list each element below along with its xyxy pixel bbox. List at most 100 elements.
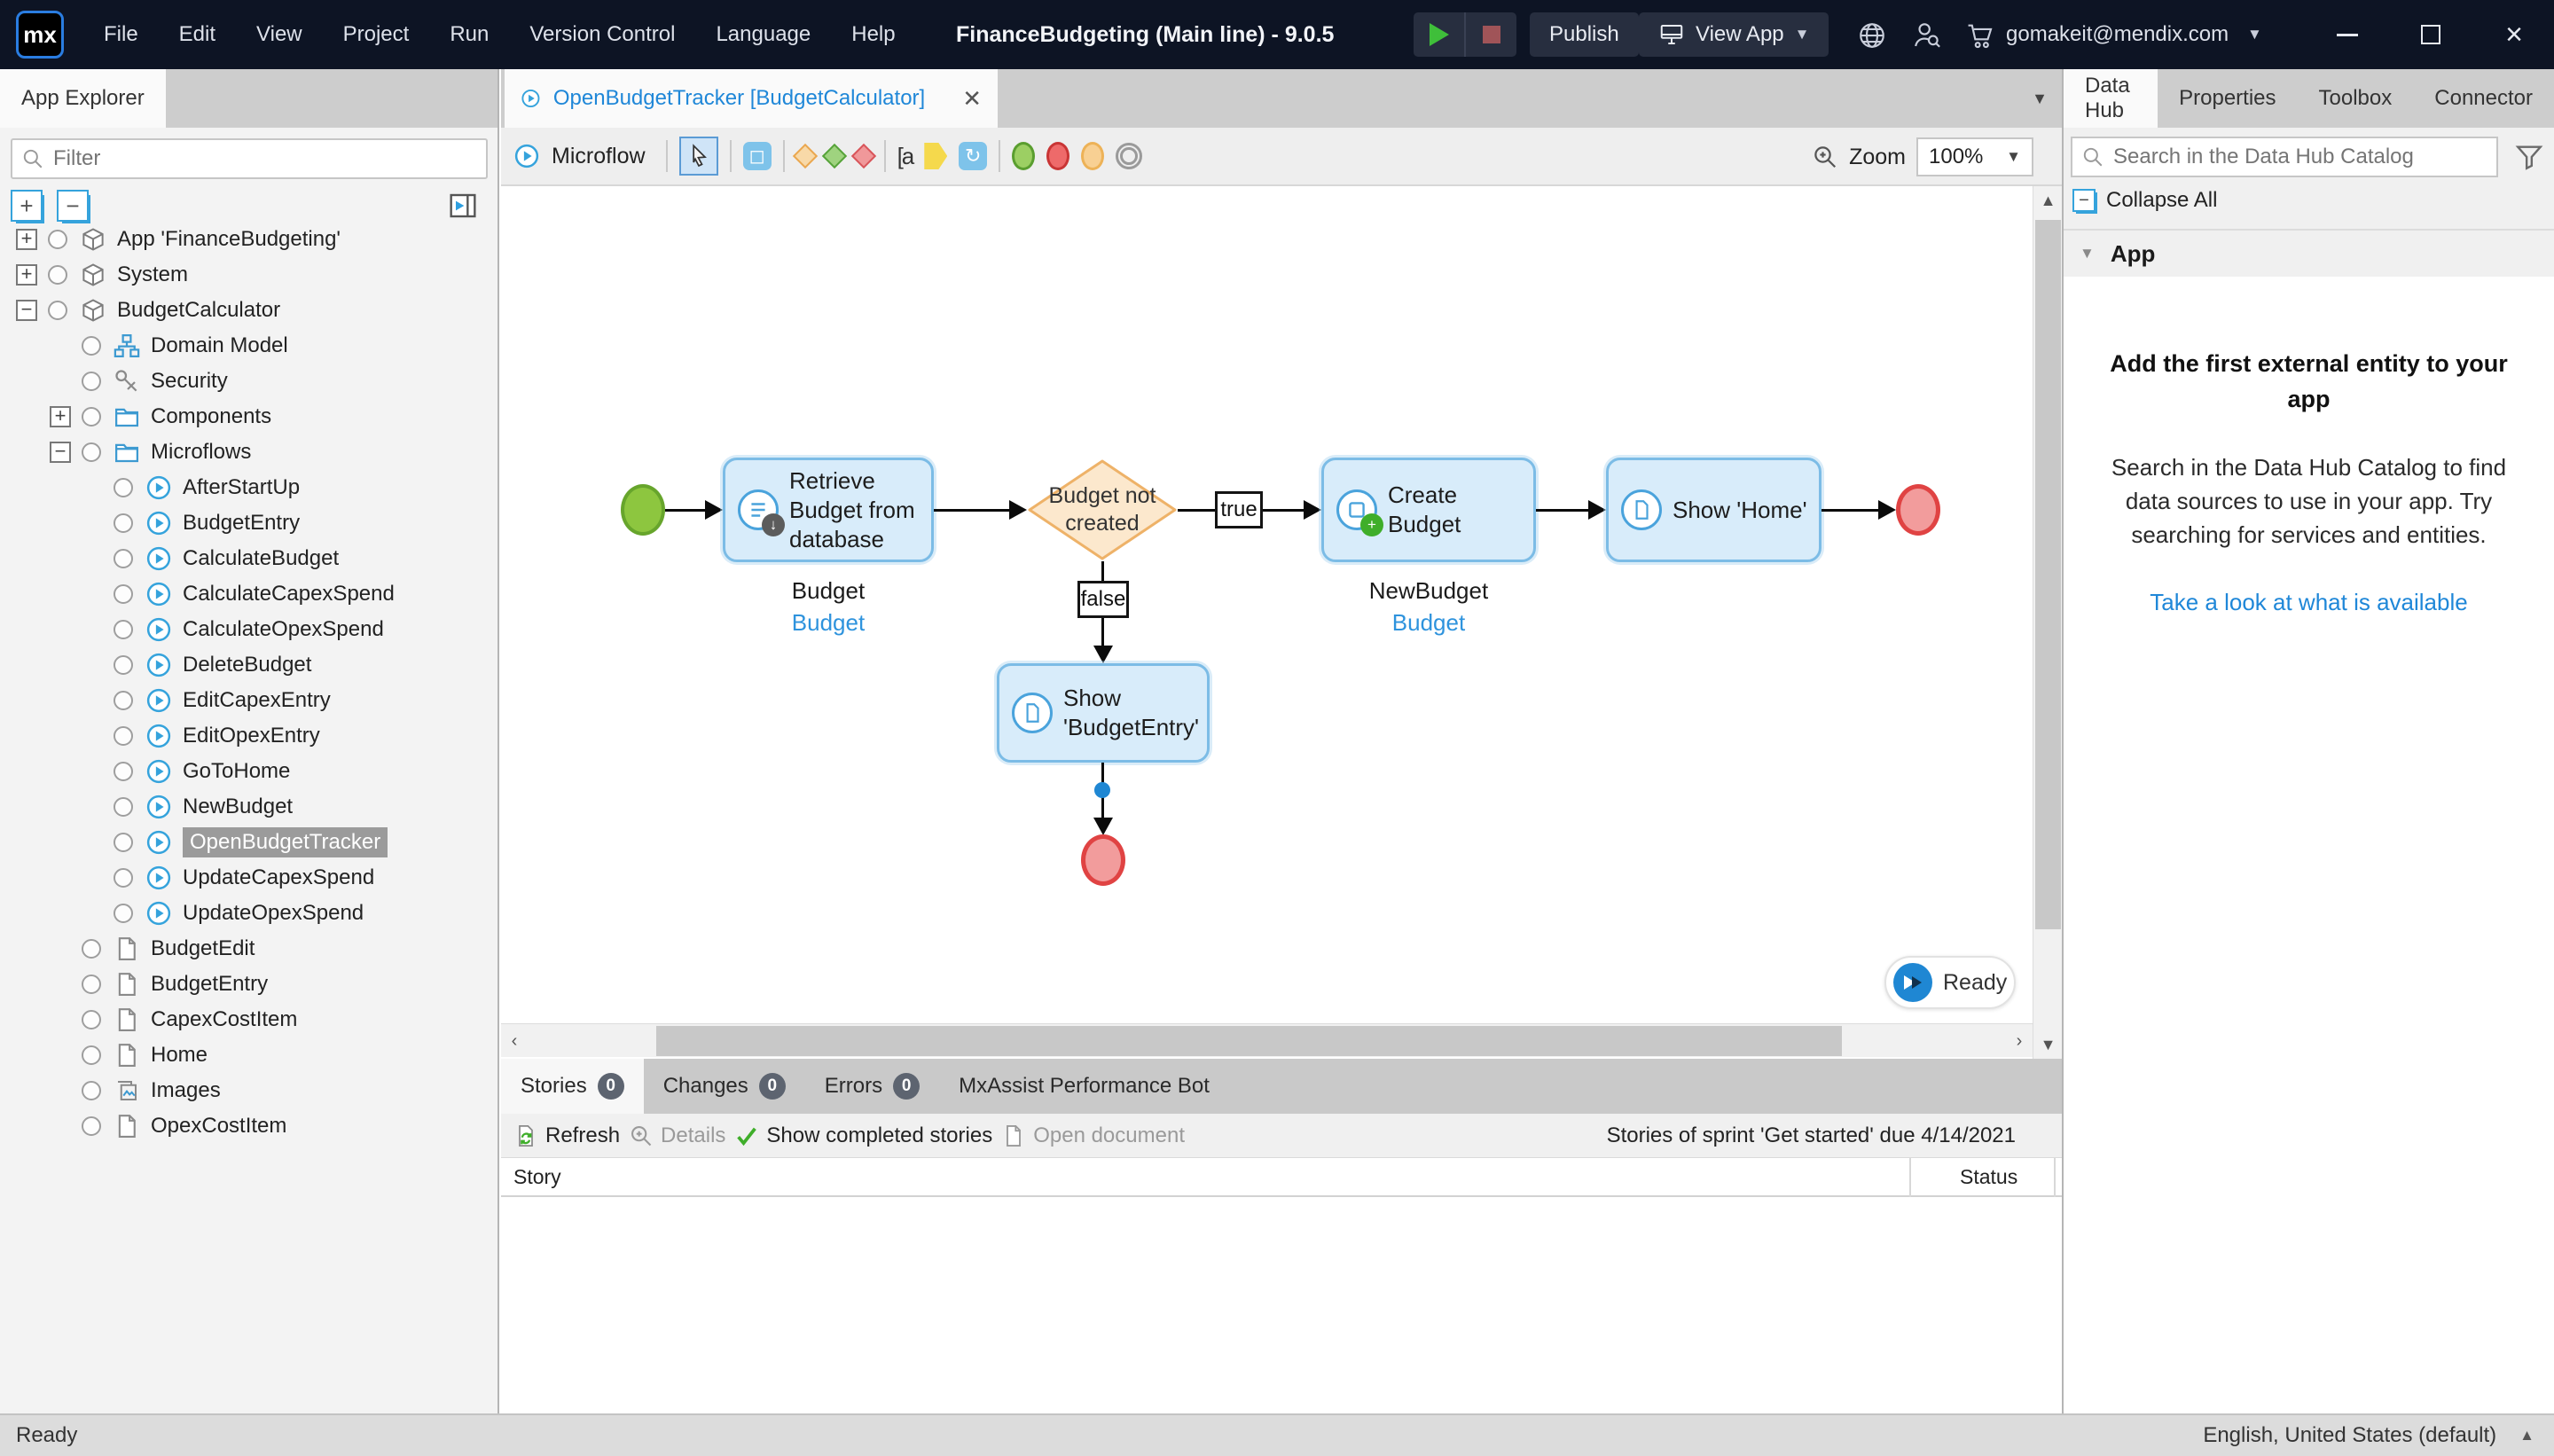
error-tool-button[interactable] — [850, 143, 876, 169]
view-app-button[interactable]: View App ▼ — [1639, 12, 1829, 57]
tree-item-microflow-selected[interactable]: OpenBudgetTracker — [0, 825, 497, 860]
tab-connector[interactable]: Connector — [2434, 86, 2533, 110]
tab-list-chevron-icon[interactable]: ▼ — [2032, 90, 2048, 107]
tab-errors[interactable]: Errors 0 — [805, 1059, 939, 1114]
refresh-button[interactable]: Refresh — [513, 1123, 620, 1148]
loop-tool-button[interactable]: ↻ — [959, 142, 988, 170]
column-divider[interactable] — [1909, 1158, 1911, 1197]
end-event-tool-button[interactable] — [1046, 142, 1070, 170]
globe-icon[interactable] — [1857, 20, 1887, 51]
tree-item-images[interactable]: Images — [0, 1073, 497, 1108]
details-button[interactable]: Details — [629, 1123, 725, 1148]
app-section-header[interactable]: ▼ App — [2080, 239, 2156, 267]
menu-help[interactable]: Help — [851, 22, 896, 46]
tree-item-domain-model[interactable]: Domain Model — [0, 328, 497, 364]
expander-icon[interactable] — [16, 229, 37, 250]
chevron-up-icon[interactable]: ▲ — [2519, 1427, 2534, 1444]
tree-item-budgetcalculator[interactable]: BudgetCalculator — [0, 293, 497, 328]
collapse-all-button[interactable]: − Collapse All — [2072, 188, 2217, 213]
start-event-node[interactable] — [621, 484, 665, 536]
tree-item-microflow[interactable]: UpdateOpexSpend — [0, 896, 497, 931]
menu-language[interactable]: Language — [716, 22, 811, 46]
connection-point[interactable] — [1094, 782, 1110, 798]
menu-project[interactable]: Project — [342, 22, 410, 46]
tree-item-page[interactable]: Home — [0, 1037, 497, 1073]
tree-item-microflow[interactable]: NewBudget — [0, 789, 497, 825]
continue-event-tool-button[interactable] — [1081, 142, 1105, 170]
publish-button[interactable]: Publish — [1530, 12, 1639, 57]
entity-link[interactable]: Budget — [1391, 609, 1466, 636]
tab-openbudgettracker[interactable]: OpenBudgetTracker [BudgetCalculator] ✕ — [505, 69, 998, 128]
end-event-node[interactable] — [1896, 484, 1940, 536]
data-hub-search-input[interactable] — [2113, 145, 2468, 169]
break-event-tool-button[interactable] — [1116, 143, 1143, 169]
tab-changes[interactable]: Changes 0 — [644, 1059, 805, 1114]
tree-item-security[interactable]: Security — [0, 364, 497, 399]
vertical-scrollbar[interactable]: ▲ ▼ — [2033, 186, 2062, 1059]
language-selector[interactable]: English, United States (default) — [2203, 1423, 2497, 1447]
menu-edit[interactable]: Edit — [178, 22, 216, 46]
expand-all-button[interactable]: + — [11, 190, 43, 222]
tab-mxassist-performance-bot[interactable]: MxAssist Performance Bot — [959, 1074, 1210, 1098]
start-event-tool-button[interactable] — [1012, 142, 1036, 170]
tab-toolbox[interactable]: Toolbox — [2318, 86, 2393, 110]
expander-icon[interactable] — [50, 406, 71, 427]
tree-item-components[interactable]: Components — [0, 399, 497, 434]
create-activity-node[interactable]: + Create Budget — [1321, 458, 1536, 562]
tree-item-page[interactable]: BudgetEntry — [0, 967, 497, 1002]
filter-input[interactable] — [53, 146, 435, 171]
horizontal-scrollbar[interactable]: ‹ › — [501, 1023, 2033, 1057]
close-button[interactable]: × — [2483, 0, 2545, 69]
menu-version-control[interactable]: Version Control — [529, 22, 676, 46]
tree-item-page[interactable]: BudgetEdit — [0, 931, 497, 967]
tree-item-microflow[interactable]: CalculateOpexSpend — [0, 612, 497, 647]
tab-properties[interactable]: Properties — [2179, 86, 2276, 110]
end-event-node[interactable] — [1081, 834, 1125, 886]
zoom-select[interactable]: 100% ▼ — [1916, 137, 2033, 176]
flag-tool-button[interactable] — [924, 143, 948, 169]
expander-icon[interactable] — [50, 442, 71, 463]
tree-item-microflow[interactable]: BudgetEntry — [0, 505, 497, 541]
select-tool-button[interactable] — [678, 137, 718, 176]
tree-item-microflow[interactable]: CalculateCapexSpend — [0, 576, 497, 612]
open-document-button[interactable]: Open document — [1001, 1123, 1185, 1148]
tree-item-microflow[interactable]: GoToHome — [0, 754, 497, 789]
column-status[interactable]: Status — [1960, 1165, 2018, 1188]
scroll-down-icon[interactable]: ▼ — [2040, 1035, 2057, 1053]
maximize-button[interactable] — [2400, 0, 2462, 69]
cart-icon[interactable] — [1965, 20, 1995, 51]
scroll-right-icon[interactable]: › — [2016, 1030, 2023, 1051]
minimize-button[interactable] — [2316, 0, 2378, 69]
mxassist-ready-badge[interactable]: Ready — [1884, 956, 2016, 1009]
support-search-icon[interactable] — [1912, 20, 1942, 51]
menu-view[interactable]: View — [256, 22, 302, 46]
decision-node[interactable] — [1027, 458, 1178, 561]
tree-item-page[interactable]: OpexCostItem — [0, 1108, 497, 1144]
scrollbar-thumb[interactable] — [656, 1026, 1842, 1056]
account-chevron-icon[interactable]: ▼ — [2247, 26, 2262, 43]
tree-item-microflow[interactable]: AfterStartUp — [0, 470, 497, 505]
empty-state-link[interactable]: Take a look at what is available — [2150, 589, 2468, 615]
menu-run[interactable]: Run — [450, 22, 490, 46]
tab-data-hub[interactable]: Data Hub — [2064, 69, 2158, 128]
tree-item-microflow[interactable]: EditOpexEntry — [0, 718, 497, 754]
tree-item-microflow[interactable]: DeleteBudget — [0, 647, 497, 683]
column-divider[interactable] — [2054, 1158, 2056, 1197]
decision-tool-button[interactable] — [792, 143, 818, 169]
stop-button[interactable] — [1466, 12, 1516, 57]
tab-app-explorer[interactable]: App Explorer — [0, 69, 166, 128]
filter-funnel-icon[interactable] — [2514, 142, 2544, 172]
retrieve-activity-node[interactable]: ↓ Retrieve Budget from database — [723, 458, 934, 562]
expander-icon[interactable] — [16, 264, 37, 286]
tree-item-microflows[interactable]: Microflows — [0, 434, 497, 470]
annotation-tool-button[interactable]: [a — [897, 142, 915, 169]
entity-link[interactable]: Budget — [791, 609, 866, 636]
menu-file[interactable]: File — [104, 22, 138, 46]
show-home-activity-node[interactable]: Show 'Home' — [1606, 458, 1821, 562]
tree-item-microflow[interactable]: CalculateBudget — [0, 541, 497, 576]
tree-item-microflow[interactable]: EditCapexEntry — [0, 683, 497, 718]
activity-tool-button[interactable]: ◻ — [742, 142, 772, 170]
scrollbar-thumb[interactable] — [2035, 220, 2061, 929]
show-completed-stories-toggle[interactable]: Show completed stories — [734, 1123, 992, 1148]
tab-stories[interactable]: Stories 0 — [501, 1059, 644, 1114]
